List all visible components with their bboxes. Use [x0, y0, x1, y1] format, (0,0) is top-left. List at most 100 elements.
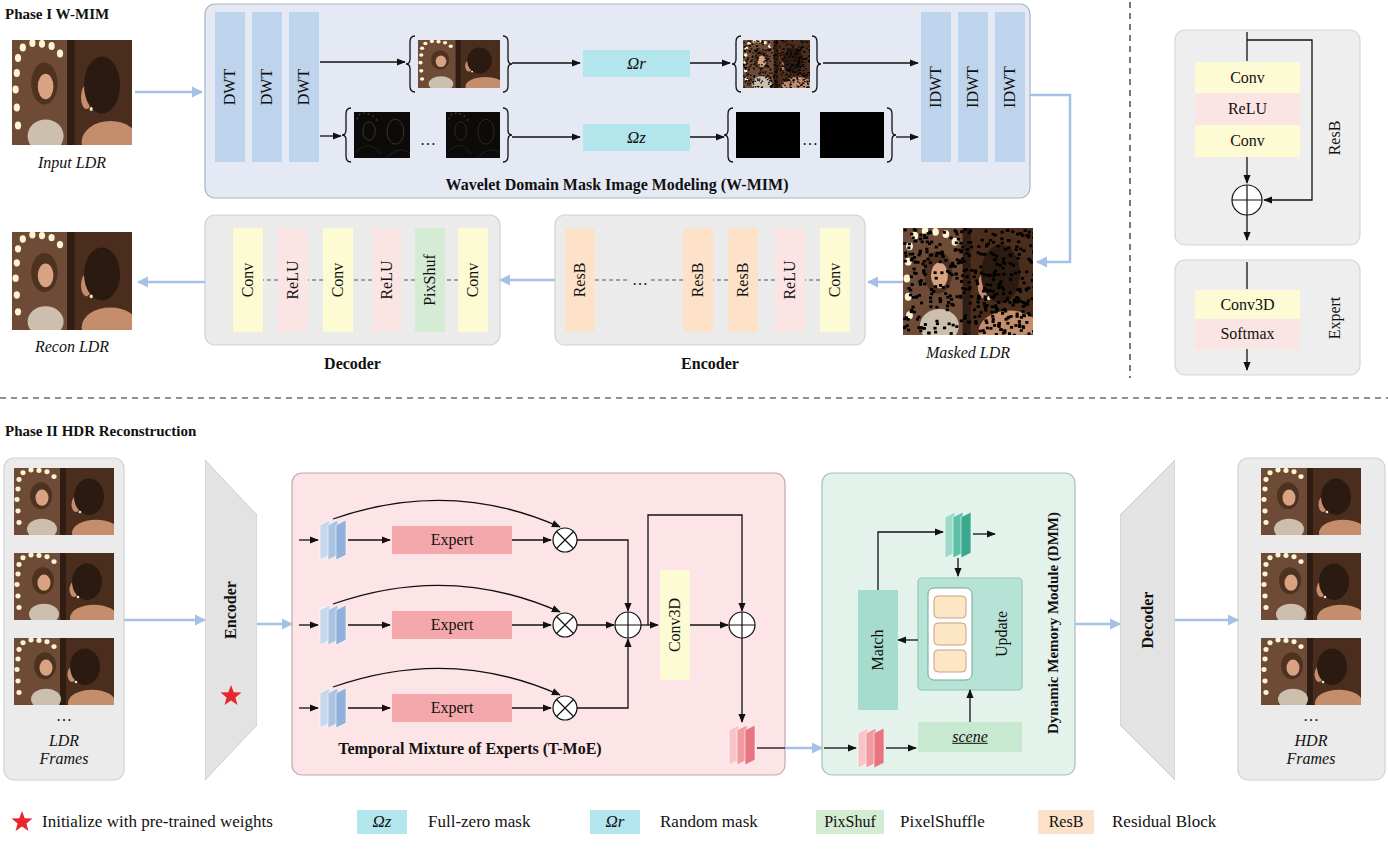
photo	[996, 263, 999, 266]
photo	[768, 84, 770, 85]
photo	[923, 234, 926, 237]
photo	[1003, 300, 1006, 303]
photo	[794, 54, 796, 55]
photo	[801, 65, 803, 66]
photo	[1322, 681, 1325, 683]
photo	[794, 60, 796, 61]
photo	[1278, 689, 1308, 710]
photo	[1031, 334, 1034, 337]
photo	[1262, 487, 1267, 492]
photo	[753, 84, 755, 85]
photo	[910, 309, 913, 312]
photo	[754, 75, 756, 76]
photo	[964, 288, 967, 291]
layer-box: Softmax	[1195, 319, 1300, 349]
subband-image	[446, 112, 500, 158]
photo	[807, 83, 809, 84]
photo	[1020, 329, 1023, 332]
image-caption: Input LDR	[38, 154, 106, 172]
photo	[743, 75, 745, 76]
photo	[909, 294, 912, 297]
photo	[929, 261, 932, 264]
node-text: Expert	[1326, 297, 1344, 340]
photo	[757, 60, 759, 61]
photo	[743, 40, 814, 97]
photo	[798, 60, 800, 61]
photo	[792, 47, 794, 48]
photo	[28, 306, 64, 337]
photo	[782, 59, 784, 60]
photo	[936, 322, 939, 325]
photo	[919, 234, 922, 237]
photo	[750, 66, 752, 67]
photo	[782, 77, 814, 96]
photo	[766, 65, 768, 66]
legend-text: PixelShuffle	[900, 812, 985, 832]
photo	[997, 273, 1000, 276]
photo	[801, 84, 803, 85]
photo	[747, 83, 749, 84]
legend-sample-text: Ωz	[373, 812, 392, 832]
legend-text: Full-zero mask	[428, 812, 530, 832]
photo	[773, 77, 775, 78]
photo	[67, 232, 74, 330]
photo	[910, 233, 913, 236]
module-panel: Wavelet Domain Mask Image Modeling (W-MI…	[205, 4, 1030, 198]
photo	[1324, 596, 1327, 598]
photo	[809, 81, 811, 82]
photo	[783, 42, 785, 43]
photo	[803, 51, 805, 52]
photo	[960, 319, 963, 322]
subband-image	[455, 112, 457, 114]
photo	[952, 324, 955, 327]
separator	[0, 2, 1388, 398]
photo	[766, 55, 768, 56]
connector	[353, 279, 372, 280]
photo	[929, 305, 932, 308]
photo	[1267, 640, 1272, 645]
photo	[36, 468, 41, 473]
photo	[1032, 286, 1035, 289]
photo	[748, 67, 750, 68]
multiply-symbol	[553, 613, 577, 637]
legend-text-holder: Initialize with pre-trained weights	[42, 812, 273, 832]
photo	[934, 331, 937, 334]
photo	[760, 72, 762, 73]
photo	[1022, 314, 1025, 317]
photo	[792, 40, 794, 41]
photo	[1014, 272, 1017, 275]
photo	[784, 67, 786, 68]
feature-stack	[945, 512, 971, 558]
photo	[1015, 245, 1018, 248]
connector	[500, 279, 555, 282]
photo	[28, 120, 64, 153]
photo	[973, 275, 976, 278]
photo	[761, 68, 763, 69]
photo	[788, 79, 790, 80]
photo	[790, 67, 792, 68]
photo	[999, 264, 1002, 267]
photo	[1298, 644, 1303, 649]
photo	[752, 81, 754, 82]
photo	[768, 58, 770, 59]
photo	[1029, 244, 1032, 247]
photo	[784, 68, 786, 69]
photo	[1002, 273, 1005, 276]
photo	[466, 77, 505, 96]
photo	[745, 77, 748, 81]
subband-image	[368, 113, 370, 115]
photo	[1025, 270, 1028, 273]
node-text-holder: Softmax	[1220, 325, 1274, 343]
photo	[44, 554, 49, 559]
photo	[805, 59, 807, 60]
subband-image	[467, 119, 469, 121]
photo	[960, 251, 963, 254]
photo	[992, 278, 995, 281]
connector	[1175, 619, 1238, 622]
photo	[790, 87, 792, 88]
photo	[786, 41, 788, 42]
node-text-holder: ResB	[689, 263, 707, 298]
photo	[790, 64, 792, 65]
node-text-holder: Expert	[1326, 297, 1344, 340]
photo	[15, 54, 21, 62]
